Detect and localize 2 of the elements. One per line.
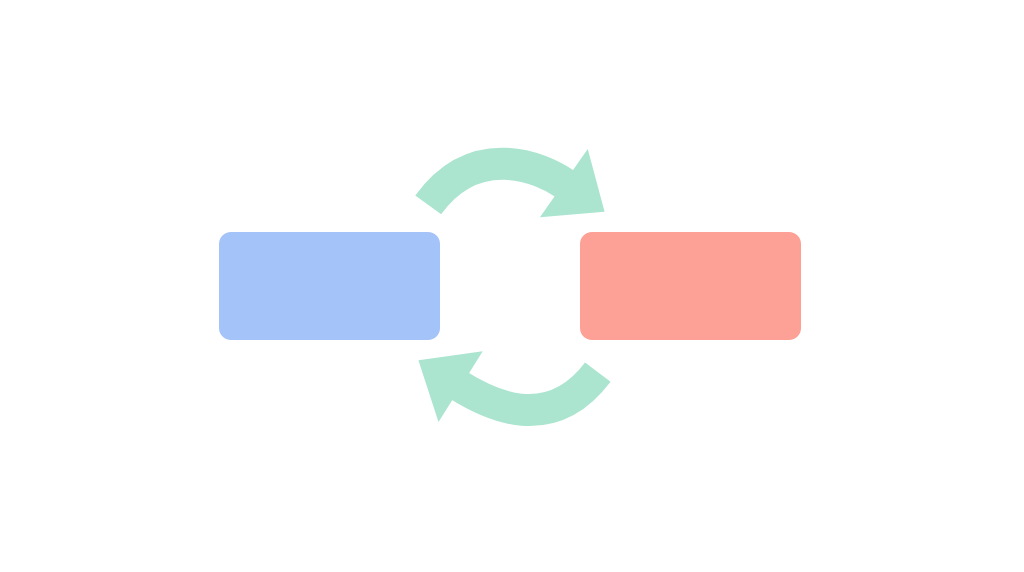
rounded-box bbox=[580, 232, 801, 340]
rounded-box bbox=[219, 232, 440, 340]
